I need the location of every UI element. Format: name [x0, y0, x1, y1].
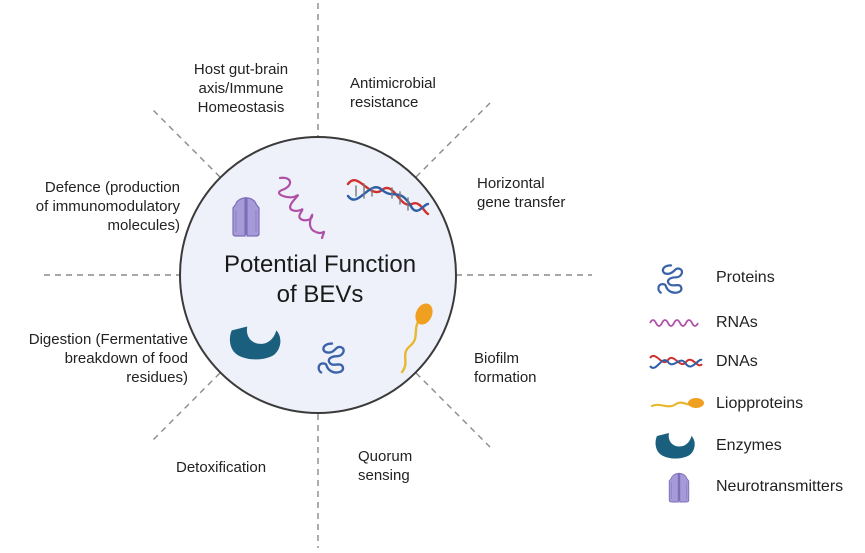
label-biofilm: Biofilm formation — [474, 350, 537, 386]
title-line-1: Potential Function — [223, 251, 417, 278]
label-defence: Defence (production of immunomodulatory … — [35, 179, 180, 234]
label-digestion: Digestion (Fermentative breakdown of foo… — [28, 331, 188, 386]
legend-icons — [649, 264, 704, 503]
label-gut-brain: Host gut-brain axis/Immune Homeostasis — [193, 61, 289, 116]
neurotransmitter-icon — [232, 196, 260, 237]
legend-label-rnas: RNAs — [716, 314, 758, 331]
divider-upper-left — [149, 106, 221, 178]
legend-protein-icon — [657, 264, 684, 294]
dna-icon — [346, 179, 430, 216]
legend-label-enzymes: Enzymes — [716, 437, 782, 454]
rna-icon — [278, 176, 326, 240]
legend-dna-icon — [649, 355, 703, 369]
lipoprotein-icon — [400, 303, 433, 374]
label-antimicrobial: Antimicrobial resistance — [350, 75, 436, 111]
legend-label-proteins: Proteins — [716, 269, 775, 286]
legend-rna-icon — [649, 319, 699, 327]
divider-upper-right — [415, 102, 491, 178]
label-horizontal-gene-transfer: Horizontal gene transfer — [477, 175, 566, 211]
legend-label-dnas: DNAs — [716, 353, 758, 370]
legend-enzyme-icon — [655, 433, 695, 459]
label-quorum-sensing: Quorum sensing — [358, 448, 413, 484]
legend-label-neurotransmitters: Neurotransmitters — [716, 478, 844, 495]
legend-neurotransmitter-icon — [668, 472, 690, 503]
legend-label-lipoproteins: Liopproteins — [716, 395, 804, 412]
divider-lower-left — [149, 372, 221, 444]
radial-dividers — [44, 3, 592, 548]
title-line-2: of BEVs — [276, 281, 364, 308]
diagram-title: Potential Function of BEVs — [195, 250, 445, 310]
label-detoxification: Detoxification — [176, 459, 267, 476]
legend-lipoprotein-icon — [650, 398, 704, 408]
